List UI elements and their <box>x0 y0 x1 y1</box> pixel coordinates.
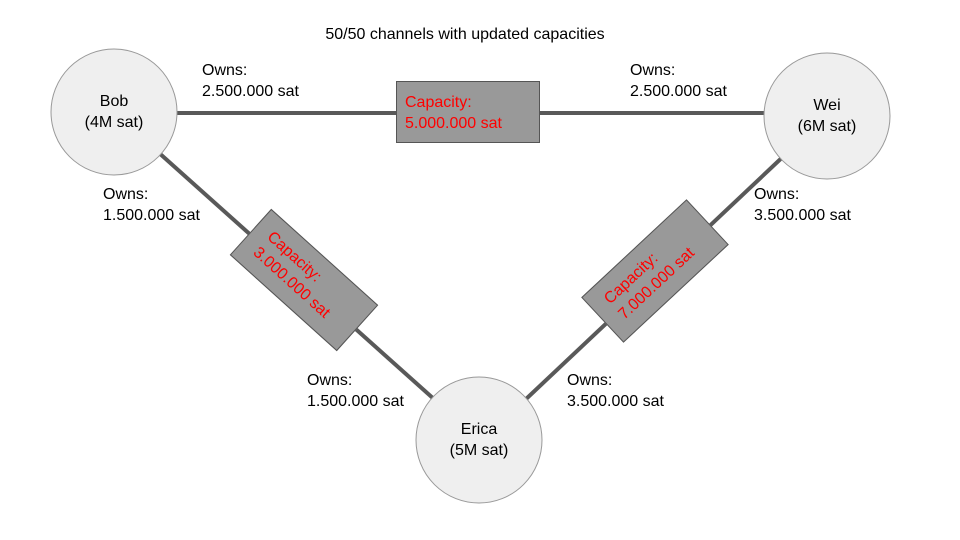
owns-value: 2.500.000 sat <box>202 83 299 100</box>
node-bob-circle[interactable] <box>50 48 178 176</box>
owns-erica-on-bob-erica: Owns: 1.500.000 sat <box>307 370 404 412</box>
owns-label: Owns: <box>307 372 353 389</box>
node-wei-balance: (6M sat) <box>797 118 857 135</box>
owns-erica-on-erica-wei: Owns: 3.500.000 sat <box>567 370 664 412</box>
owns-bob-on-bob-wei: Owns: 2.500.000 sat <box>202 60 299 102</box>
node-erica-circle[interactable] <box>415 376 543 504</box>
node-erica-name: Erica <box>460 421 498 438</box>
node-bob-label: Bob (4M sat) <box>64 91 164 133</box>
owns-label: Owns: <box>754 186 800 203</box>
diagram-title: 50/50 channels with updated capacities <box>325 26 605 43</box>
owns-label: Owns: <box>630 62 676 79</box>
owns-label: Owns: <box>202 62 248 79</box>
capacity-text-bob-wei: Capacity: 5.000.000 sat <box>405 92 502 134</box>
node-erica-label: Erica (5M sat) <box>429 419 529 461</box>
owns-wei-on-erica-wei: Owns: 3.500.000 sat <box>754 184 851 226</box>
node-wei-name: Wei <box>813 97 841 114</box>
owns-label: Owns: <box>567 372 613 389</box>
owns-bob-on-bob-erica: Owns: 1.500.000 sat <box>103 184 200 226</box>
owns-value: 2.500.000 sat <box>630 83 727 100</box>
owns-wei-on-bob-wei: Owns: 2.500.000 sat <box>630 60 727 102</box>
owns-value: 1.500.000 sat <box>103 207 200 224</box>
owns-label: Owns: <box>103 186 149 203</box>
node-erica-balance: (5M sat) <box>449 442 509 459</box>
node-bob-balance: (4M sat) <box>84 114 144 131</box>
node-wei-circle[interactable] <box>763 52 891 180</box>
node-bob-name: Bob <box>99 93 129 110</box>
node-wei-label: Wei (6M sat) <box>777 95 877 137</box>
capacity-value: 5.000.000 sat <box>405 115 502 132</box>
owns-value: 3.500.000 sat <box>567 393 664 410</box>
owns-value: 3.500.000 sat <box>754 207 851 224</box>
capacity-box-bob-wei <box>396 81 540 143</box>
capacity-label: Capacity: <box>405 94 472 111</box>
owns-value: 1.500.000 sat <box>307 393 404 410</box>
